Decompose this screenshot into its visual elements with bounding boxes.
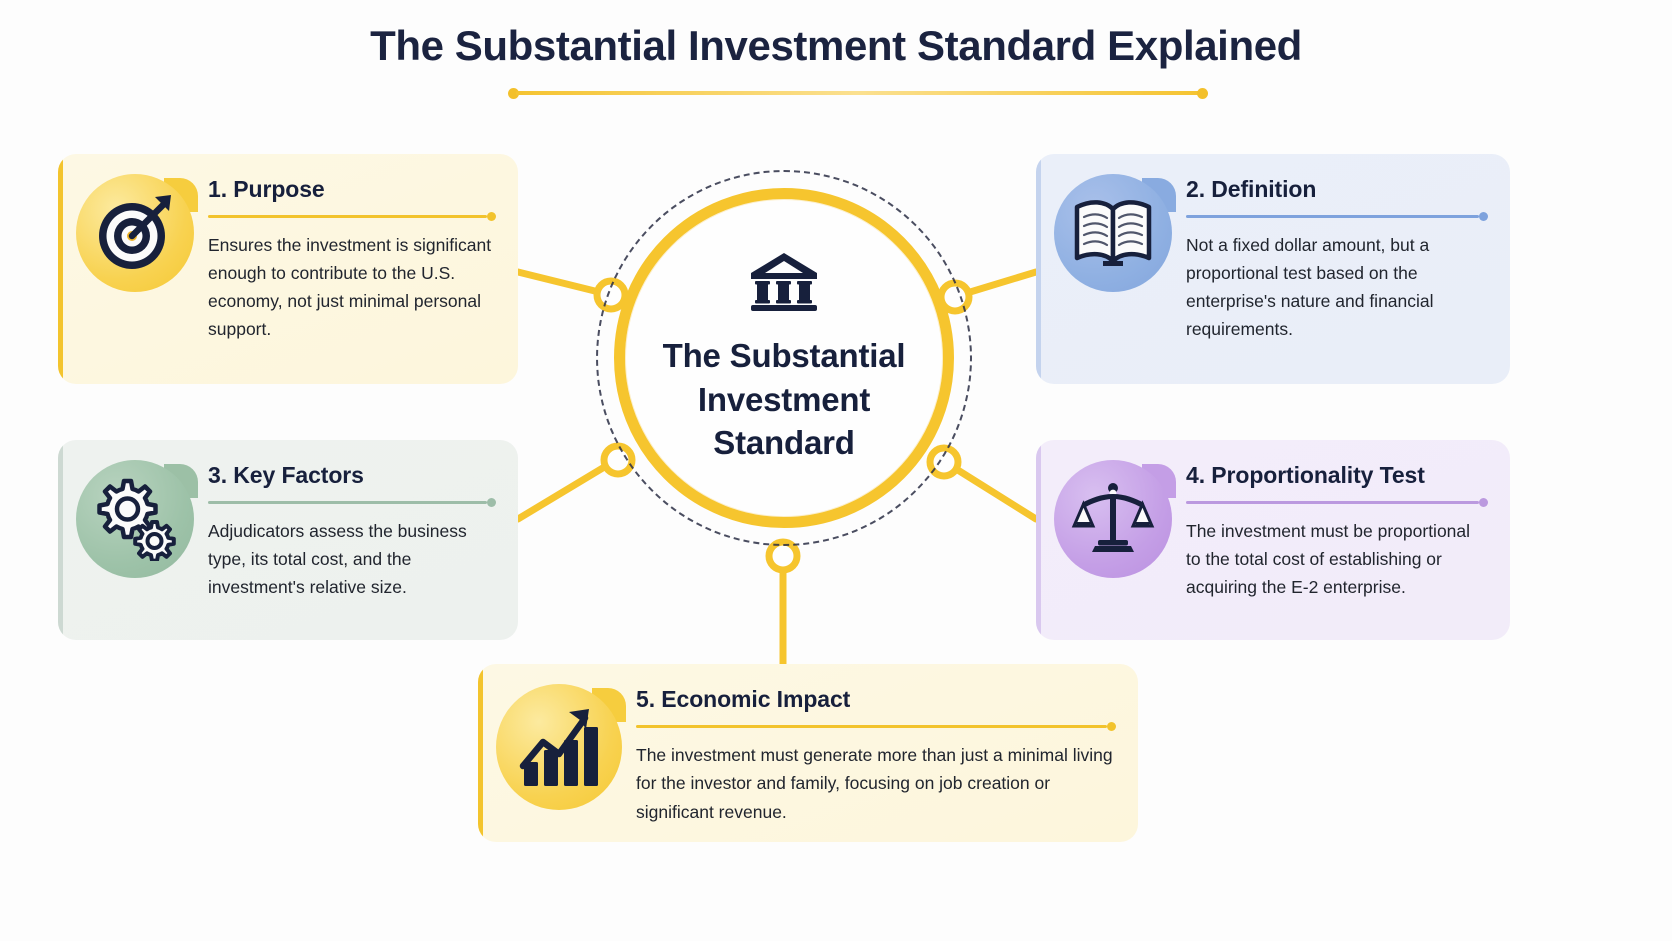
hub-ring [614,188,954,528]
card-description: Not a fixed dollar amount, but a proport… [1186,235,1434,339]
card-body: 3. Key Factors Adjudicators assess the b… [208,460,496,620]
page-title: The Substantial Investment Standard Expl… [370,22,1302,69]
bank-institution-icon [749,251,819,318]
card-accent-edge [1036,440,1041,640]
card-icon-container [76,174,198,292]
card-divider [1186,498,1488,507]
wire-to-proportionality [941,458,1040,523]
hub-title: The Substantial Investment Standard [662,337,906,462]
gears-cogs-icon [76,460,194,578]
wire-to-key-factors [514,456,620,523]
card-body: 4. Proportionality Test The investment m… [1186,460,1488,620]
card-divider-line [636,725,1107,728]
card-accent-edge [58,154,63,384]
card-divider [208,498,496,507]
target-bullseye-arrow-icon [76,174,194,292]
card-economic-impact[interactable]: 5. Economic Impact The investment must g… [478,664,1138,842]
card-accent-edge [58,440,63,640]
card-description: The investment must generate more than j… [636,745,1113,822]
center-hub: The Substantial Investment Standard [596,170,972,546]
card-accent-edge [1036,154,1041,384]
card-key-factors[interactable]: 3. Key Factors Adjudicators assess the b… [58,440,518,640]
card-icon-container [496,684,626,810]
card-body: 5. Economic Impact The investment must g… [636,684,1116,822]
card-body: 1. Purpose Ensures the investment is sig… [208,174,496,364]
hub-dashed-outline [596,170,972,546]
card-heading: 2. Definition [1186,176,1317,202]
title-divider [508,88,1208,99]
card-purpose[interactable]: 1. Purpose Ensures the investment is sig… [58,154,518,384]
title-divider-left-cap [508,88,519,99]
hub-content: The Substantial Investment Standard [614,188,954,528]
card-description: The investment must be proportional to t… [1186,521,1471,597]
title-divider-bar [516,91,1200,95]
card-heading: 1. Purpose [208,176,325,202]
card-icon-container [76,460,198,578]
card-body: 2. Definition Not a fixed dollar amount,… [1186,174,1488,364]
card-icon-container [1054,174,1176,292]
card-heading: 4. Proportionality Test [1186,462,1425,488]
card-proportionality-test[interactable]: 4. Proportionality Test The investment m… [1036,440,1510,640]
card-heading: 3. Key Factors [208,462,364,488]
card-accent-edge [478,664,483,842]
node-economic-impact [765,538,801,574]
card-heading: 5. Economic Impact [636,686,851,712]
card-divider [636,722,1116,731]
card-divider-dot [1479,498,1488,507]
card-description: Ensures the investment is significant en… [208,235,492,339]
card-divider [1186,212,1488,221]
card-divider-line [208,215,487,218]
card-divider-line [1186,501,1479,504]
title-divider-right-cap [1197,88,1208,99]
card-divider-dot [487,498,496,507]
card-description: Adjudicators assess the business type, i… [208,521,467,597]
card-divider-dot [1479,212,1488,221]
card-divider-dot [487,212,496,221]
card-divider-line [208,501,487,504]
balance-scales-icon [1054,460,1172,578]
card-divider-line [1186,215,1479,218]
growth-bar-chart-arrow-icon [496,684,622,810]
card-definition[interactable]: 2. Definition Not a fixed dollar amount,… [1036,154,1510,384]
card-icon-container [1054,460,1176,578]
open-book-icon [1054,174,1172,292]
card-divider-dot [1107,722,1116,731]
card-divider [208,212,496,221]
